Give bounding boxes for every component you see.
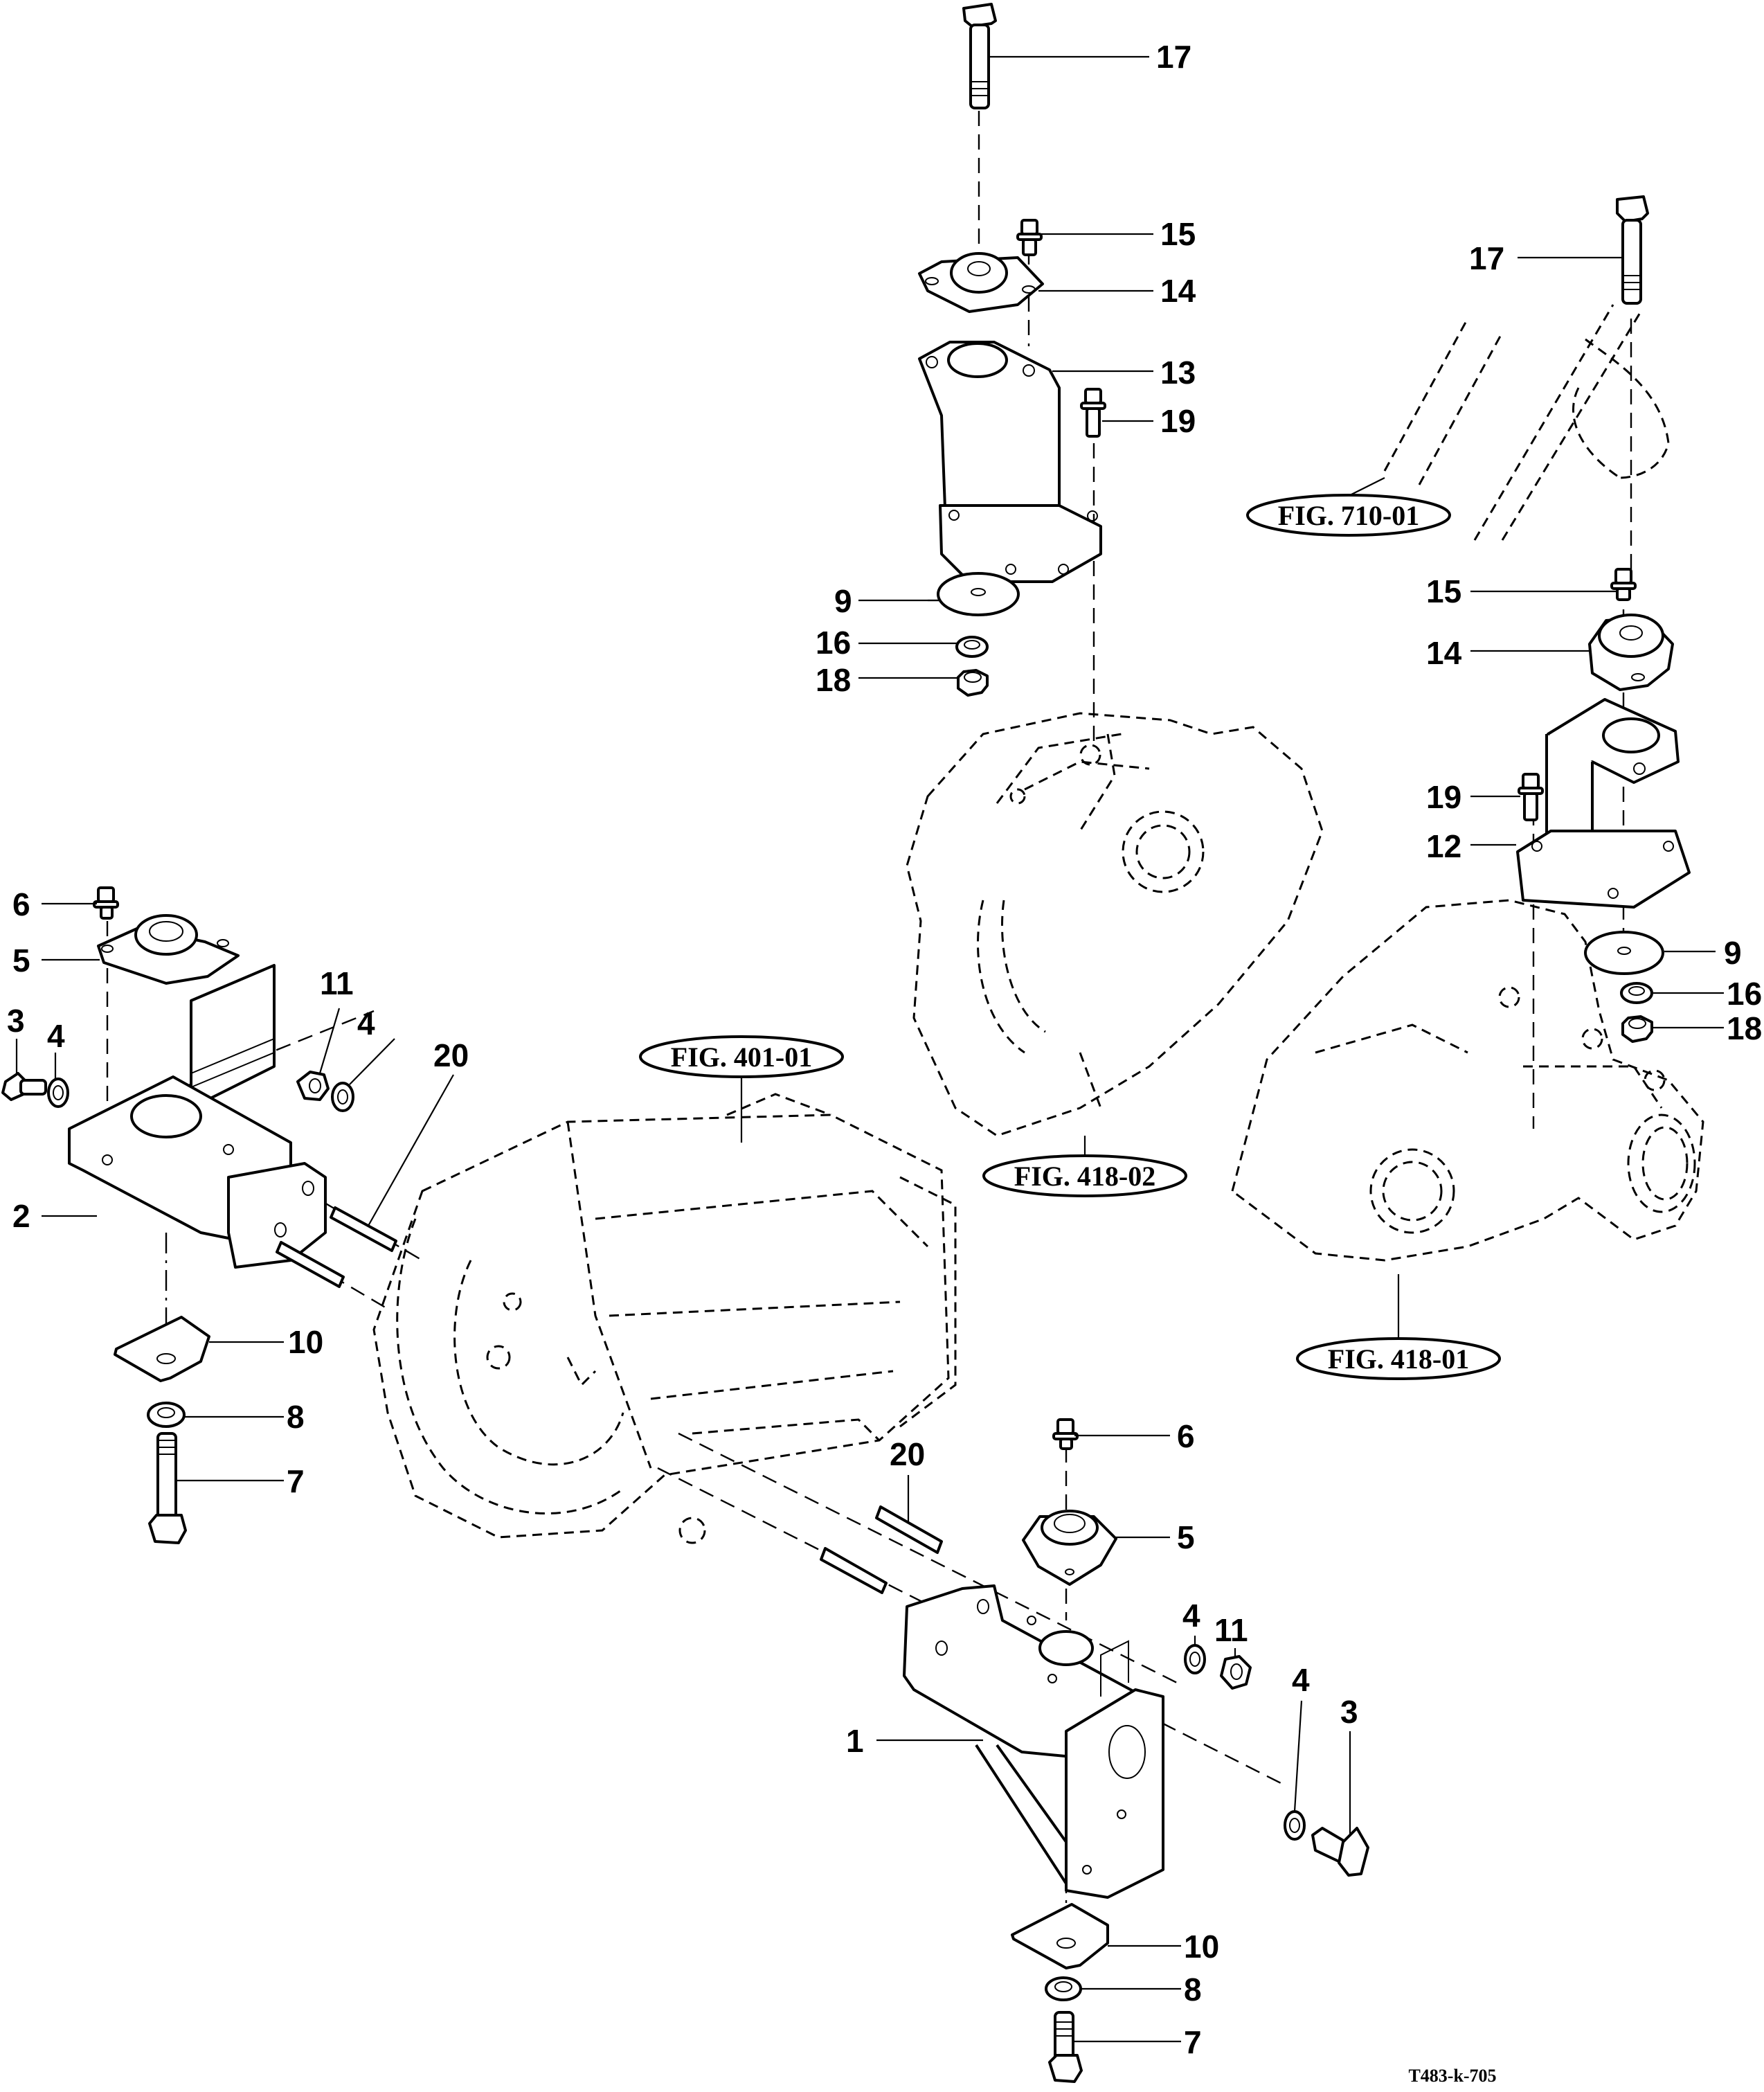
callout-18-upper: 18 [816,662,851,698]
washer-9-right [1584,931,1664,975]
bolt-3-lower [1311,1827,1369,1877]
rubber-mount-5-left [97,914,240,985]
callout-11-left: 11 [320,965,354,1001]
callout-18-right: 18 [1727,1010,1762,1046]
bolt-7-lower [1048,2011,1083,2083]
fig-ref-710-01-label: FIG. 710-01 [1278,500,1419,531]
callout-9-right: 9 [1724,935,1742,971]
callout-4-left-b: 4 [357,1005,375,1041]
callout-8-lower: 8 [1184,1972,1202,2008]
callout-15-upper: 15 [1160,216,1196,252]
nut-18-right [1621,1015,1653,1043]
callout-3-left: 3 [7,1003,25,1039]
frame-rail-outline [1383,304,1670,541]
bracket-12 [1516,698,1691,909]
fig-ref-418-02[interactable]: FIG. 418-02 [982,1154,1187,1197]
callout-17-upper: 17 [1156,39,1191,75]
callout-2: 2 [12,1198,30,1234]
leader-lines [15,55,1724,2043]
nut-11-lower [1220,1655,1252,1690]
washer-16-upper [955,636,989,658]
callout-20-left: 20 [433,1037,469,1073]
callout-9-upper: 9 [834,583,852,619]
bolt-7-left [148,1432,187,1544]
upper-final-drive-housing-outline [906,712,1324,1137]
bracket-13 [918,341,1102,583]
callout-11-lower: 11 [1214,1612,1248,1648]
callout-14-right: 14 [1426,635,1462,671]
rubber-mount-14-upper [918,252,1044,313]
callout-3-lower: 3 [1340,1694,1358,1730]
fig-ref-710-01[interactable]: FIG. 710-01 [1246,494,1451,537]
rubber-mount-14-right [1588,614,1674,691]
callout-4-lower-a: 4 [1182,1598,1200,1634]
right-final-drive-housing-outline [1231,899,1704,1262]
callout-15-right: 15 [1426,573,1461,609]
snubber-plate-10-left [114,1316,210,1382]
bolt-3-left [1,1072,47,1101]
callout-5-lower: 5 [1177,1519,1195,1555]
callout-16-right: 16 [1727,976,1762,1012]
callout-19-upper: 19 [1160,403,1196,439]
rubber-mount-5-lower [1022,1510,1117,1586]
callout-10-left: 10 [288,1324,323,1360]
callout-4-lower-b: 4 [1292,1662,1310,1698]
document-id: T483-k-705 [1408,2066,1496,2086]
fig-ref-401-01-label: FIG. 401-01 [671,1041,812,1073]
callout-19-right: 19 [1426,779,1461,815]
washer-4-left-b [331,1082,354,1112]
fig-ref-418-01[interactable]: FIG. 418-01 [1296,1337,1501,1380]
fig-ref-418-01-label: FIG. 418-01 [1328,1343,1469,1375]
callout-14-upper: 14 [1160,273,1196,309]
callout-5-left: 5 [12,942,30,978]
transmission-housing-outline [372,1093,957,1544]
callout-7-left: 7 [287,1463,305,1499]
callout-8-left: 8 [287,1399,305,1435]
nut-18-upper [957,669,989,697]
callout-6-left: 6 [12,886,30,922]
assembly-axis-lines [79,111,1632,1960]
flange-bolt-6-left [93,886,119,920]
nut-11-left [296,1071,330,1101]
bolt-17-upper [962,3,997,109]
fig-ref-418-02-label: FIG. 418-02 [1014,1161,1155,1192]
flange-bolt-15-upper [1016,219,1043,256]
washer-4-left-a [47,1078,69,1108]
callout-10-lower: 10 [1184,1929,1219,1965]
callout-6-lower: 6 [1177,1418,1195,1454]
callout-16-upper: 16 [816,625,851,661]
flange-bolt-19-upper [1080,388,1106,438]
washer-16-right [1620,982,1653,1004]
flange-bolt-6-lower [1052,1418,1079,1450]
fig-ref-401-01[interactable]: FIG. 401-01 [639,1035,844,1078]
washer-8-left [147,1402,186,1428]
callout-1: 1 [846,1723,864,1759]
bracket-2 [68,964,327,1269]
flange-bolt-19-right [1518,773,1544,821]
callout-7-lower: 7 [1184,2024,1202,2060]
stud-20-lower [820,1505,943,1594]
callout-17-right: 17 [1469,240,1504,276]
flange-bolt-15-right [1610,568,1637,601]
snubber-plate-10-lower [1011,1903,1109,1969]
callout-numbers: 17 15 14 13 19 9 16 18 17 15 14 19 12 9 … [7,39,1762,2060]
stud-20-left [276,1206,397,1288]
washer-4-lower-a [1184,1644,1206,1674]
washer-4-lower-b [1284,1810,1306,1841]
bolt-17-right [1616,195,1649,305]
bracket-1 [903,1584,1164,1899]
washer-8-lower [1045,1976,1082,2001]
callout-20-lower: 20 [890,1436,925,1472]
washer-9-upper [937,572,1020,616]
callout-4-left-a: 4 [47,1018,65,1054]
callout-13: 13 [1160,355,1196,391]
callout-12: 12 [1426,828,1461,864]
